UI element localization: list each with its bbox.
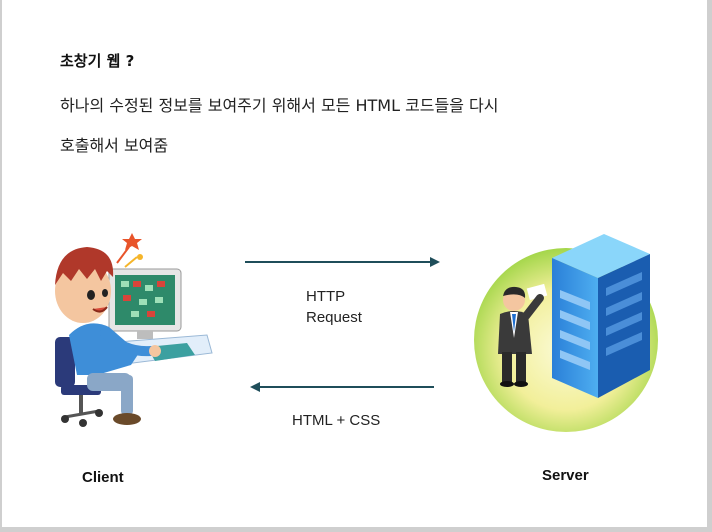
- http-request-label: HTTP Request: [306, 286, 362, 328]
- http-request-label-line-1: HTTP: [306, 288, 346, 305]
- description-line-2: 호출해서 보여줌: [60, 136, 169, 155]
- heading: 초창기 웹 ?: [60, 52, 135, 70]
- server-label: Server: [542, 467, 589, 484]
- client-user-at-computer-icon: [55, 233, 213, 427]
- response-arrow: [250, 382, 434, 392]
- http-request-label-line-2: Request: [306, 309, 362, 326]
- request-arrow: [245, 257, 440, 267]
- html-css-response-label: HTML + CSS: [292, 412, 381, 429]
- description-line-1: 하나의 수정된 정보를 보여주기 위해서 모든 HTML 코드들을 다시: [60, 96, 499, 115]
- client-label: Client: [82, 469, 124, 486]
- server-building-with-man-icon: [474, 234, 658, 432]
